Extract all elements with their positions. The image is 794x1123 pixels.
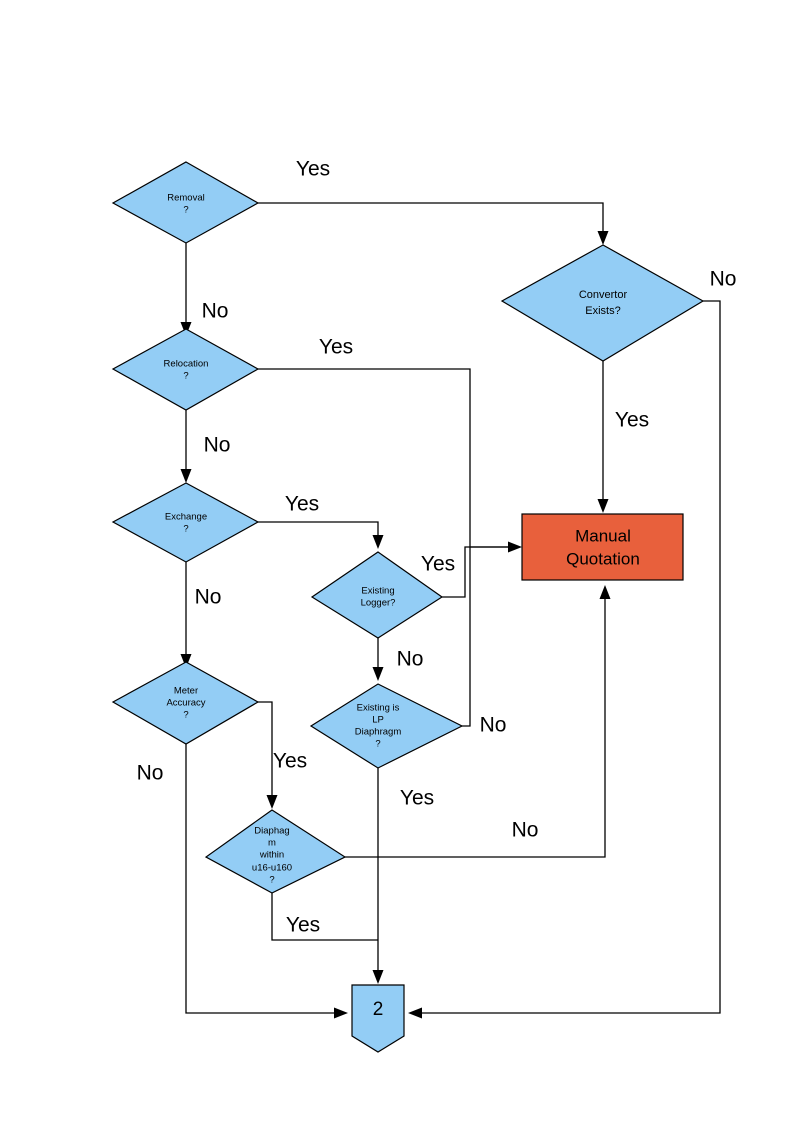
arrowhead-exchange-no xyxy=(180,654,192,668)
diaphagm-range-label-line1: Diaphag xyxy=(254,826,289,837)
edge-diaphagm-yes xyxy=(271,893,378,941)
node-removal[interactable]: Removal ? xyxy=(111,161,260,244)
arrowhead-meter-accuracy-no xyxy=(334,1007,348,1019)
removal-label-line1: Removal xyxy=(167,193,205,204)
convertor-label-line2: Exists? xyxy=(585,305,620,317)
existing-lp-label-line3: Diaphragm xyxy=(355,727,402,738)
node-relocation[interactable]: Relocation ? xyxy=(111,328,260,411)
meter-accuracy-label-line1: Meter xyxy=(174,686,198,697)
existing-logger-label-line2: Logger? xyxy=(361,598,396,609)
existing-lp-label-line2: LP xyxy=(372,715,384,726)
node-convertor-exists[interactable]: Convertor Exists? xyxy=(500,244,705,362)
edge-convertor-no xyxy=(417,300,721,1014)
arrowhead-logger-no xyxy=(372,667,384,681)
relocation-diamond[interactable] xyxy=(111,328,260,411)
removal-diamond[interactable] xyxy=(111,161,260,244)
relocation-label-line2: ? xyxy=(183,371,188,382)
edge-logger-yes xyxy=(442,546,513,598)
edge-removal-yes xyxy=(258,202,604,236)
node-existing-logger[interactable]: Existing Logger? xyxy=(310,551,444,639)
edge-label-diaphagm-no: No xyxy=(512,819,539,842)
edge-label-exchange-yes: Yes xyxy=(285,493,319,516)
edge-relocation-yes xyxy=(258,368,513,548)
edge-label-convertor-yes: Yes xyxy=(615,409,649,432)
edge-diaphagm-no xyxy=(345,594,606,858)
node-diaphagm-range[interactable]: Diaphag m within u16-u160 ? xyxy=(204,809,347,894)
manual-quotation-label-line1: Manual xyxy=(575,526,631,545)
edge-label-lp-yes: Yes xyxy=(400,787,434,810)
edge-label-exchange-no: No xyxy=(195,586,222,609)
arrowhead-meter-accuracy-yes xyxy=(266,795,278,809)
arrowhead-diaphagm-no xyxy=(599,585,611,599)
edge-label-removal-no: No xyxy=(202,300,229,323)
node-meter-accuracy[interactable]: Meter Accuracy ? xyxy=(111,661,260,745)
connector-2-label: 2 xyxy=(373,999,384,1020)
edge-label-relocation-yes: Yes xyxy=(319,336,353,359)
manual-quotation-box[interactable] xyxy=(521,513,684,581)
convertor-exists-diamond[interactable] xyxy=(500,244,705,362)
diaphagm-range-label-line3: within xyxy=(259,850,284,861)
node-manual-quotation[interactable]: Manual Quotation xyxy=(521,513,684,581)
diaphagm-range-label-line5: ? xyxy=(269,875,274,886)
edge-meter-accuracy-yes xyxy=(258,701,273,800)
existing-lp-label-line1: Existing is xyxy=(357,703,400,714)
edge-exchange-yes xyxy=(258,521,379,540)
edge-label-logger-yes: Yes xyxy=(421,553,455,576)
arrowhead-convertor-yes xyxy=(597,499,609,513)
arrowhead-relocation-no xyxy=(180,469,192,483)
node-existing-lp-diaphragm[interactable]: Existing is LP Diaphragm ? xyxy=(309,683,464,769)
meter-accuracy-label-line2: Accuracy xyxy=(166,698,205,709)
arrowhead-lp-yes xyxy=(372,970,384,984)
arrowhead-convertor-no xyxy=(408,1007,422,1019)
edge-labels-layer: Yes No Yes No Yes No Yes No Yes No No Ye… xyxy=(137,158,737,937)
convertor-label-line1: Convertor xyxy=(579,289,628,301)
diaphagm-range-diamond[interactable] xyxy=(204,809,347,894)
arrowhead-removal-yes xyxy=(597,231,609,245)
diaphagm-range-label-line2: m xyxy=(268,838,276,849)
removal-label-line2: ? xyxy=(183,205,188,216)
edge-label-lp-no: No xyxy=(480,714,507,737)
existing-logger-label-line1: Existing xyxy=(361,586,394,597)
existing-logger-diamond[interactable] xyxy=(310,551,444,639)
edge-label-logger-no: No xyxy=(397,648,424,671)
edge-meter-accuracy-no xyxy=(185,744,339,1014)
node-exchange[interactable]: Exchange ? xyxy=(111,482,260,563)
exchange-label-line1: Exchange xyxy=(165,512,207,523)
node-connector-2[interactable]: 2 xyxy=(351,984,405,1053)
arrowhead-relocation-yes xyxy=(508,541,522,553)
edge-label-removal-yes: Yes xyxy=(296,158,330,181)
edge-label-relocation-no: No xyxy=(204,434,231,457)
diaphagm-range-label-line4: u16-u160 xyxy=(252,863,292,874)
edge-label-meter-accuracy-yes: Yes xyxy=(273,750,307,773)
existing-lp-label-line4: ? xyxy=(375,739,380,750)
edge-label-diaphagm-yes: Yes xyxy=(286,914,320,937)
edge-lp-no xyxy=(462,547,471,727)
relocation-label-line1: Relocation xyxy=(164,359,209,370)
edge-label-meter-accuracy-no: No xyxy=(137,762,164,785)
edges-layer xyxy=(180,202,721,1019)
meter-accuracy-label-line3: ? xyxy=(183,710,188,721)
meter-accuracy-diamond[interactable] xyxy=(111,661,260,745)
arrowhead-exchange-yes xyxy=(372,535,384,549)
connector-2-shape[interactable] xyxy=(351,984,405,1053)
exchange-label-line2: ? xyxy=(183,524,188,535)
manual-quotation-label-line2: Quotation xyxy=(566,549,640,568)
edge-label-convertor-no: No xyxy=(710,268,737,291)
exchange-diamond[interactable] xyxy=(111,482,260,563)
existing-lp-diamond[interactable] xyxy=(309,683,464,769)
